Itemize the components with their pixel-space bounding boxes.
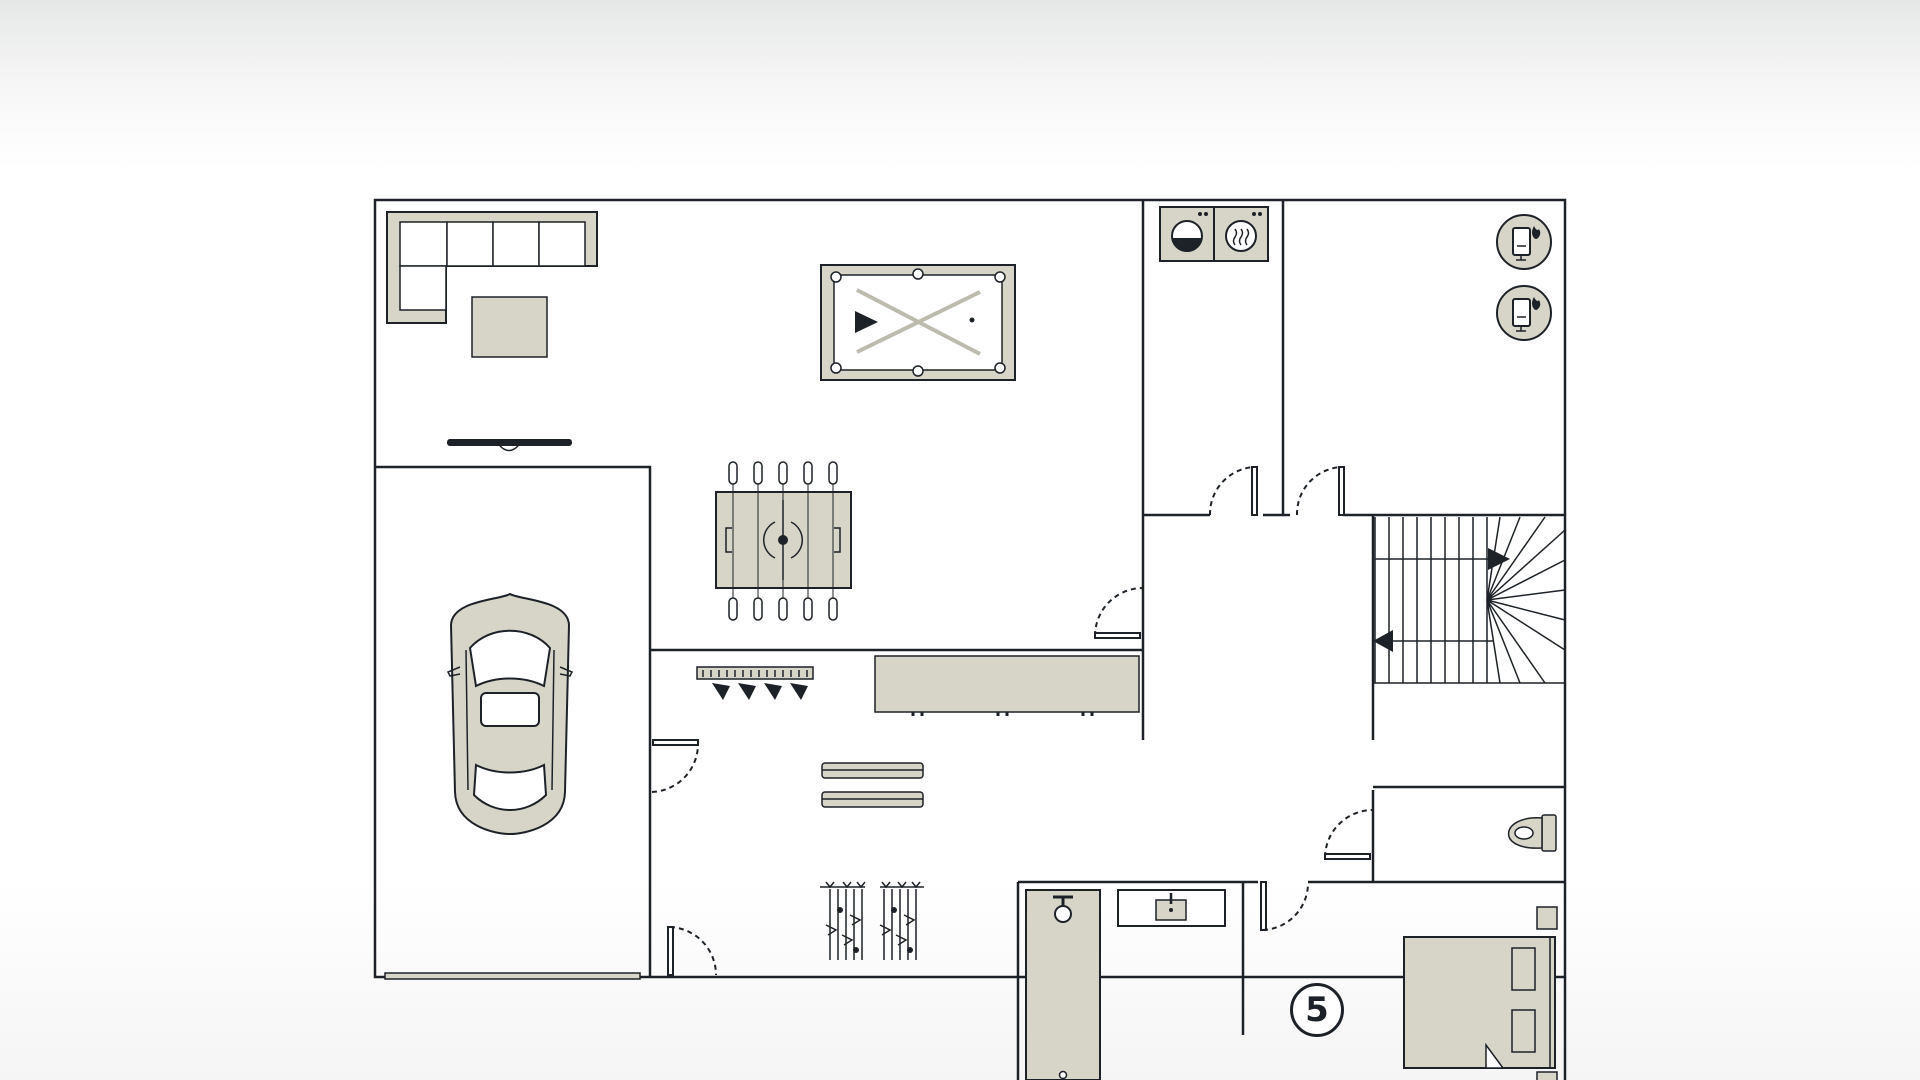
bed-icon	[1403, 936, 1556, 1069]
door-icon	[1094, 587, 1144, 639]
sofa-icon	[386, 211, 598, 324]
bench-icon	[874, 655, 1140, 716]
shoe-rack-icon	[696, 666, 814, 700]
tv-icon	[447, 439, 572, 452]
staircase-icon	[1373, 516, 1566, 684]
sink-icon	[1117, 889, 1226, 927]
ski-rack-icon	[820, 881, 924, 960]
toilet-icon	[1507, 814, 1557, 852]
doors	[651, 466, 1373, 976]
nightstand-icon	[1536, 1071, 1558, 1080]
nightstand-icon	[1536, 906, 1558, 930]
washing-machine-icon	[1159, 206, 1215, 262]
room-number-badge: 5	[1290, 983, 1344, 1037]
boiler-icon	[1496, 214, 1552, 270]
door-icon	[667, 926, 718, 976]
car-icon	[446, 592, 574, 836]
bench-icon	[821, 762, 924, 808]
door-icon	[1295, 466, 1345, 516]
door-icon	[1324, 809, 1373, 860]
door-icon	[1260, 881, 1309, 931]
dryer-icon	[1213, 206, 1269, 262]
foosball-table-icon	[715, 461, 852, 621]
boiler-icon	[1496, 285, 1552, 341]
garage-wall	[375, 465, 652, 977]
pool-table-icon	[820, 264, 1016, 381]
garage-door-panel	[384, 972, 641, 980]
outer-wall	[373, 198, 1567, 979]
shower-icon	[1025, 889, 1101, 1080]
coffee-table-icon	[471, 296, 548, 358]
door-icon	[1208, 466, 1258, 516]
door-icon	[651, 739, 700, 793]
walls	[373, 198, 1567, 1080]
